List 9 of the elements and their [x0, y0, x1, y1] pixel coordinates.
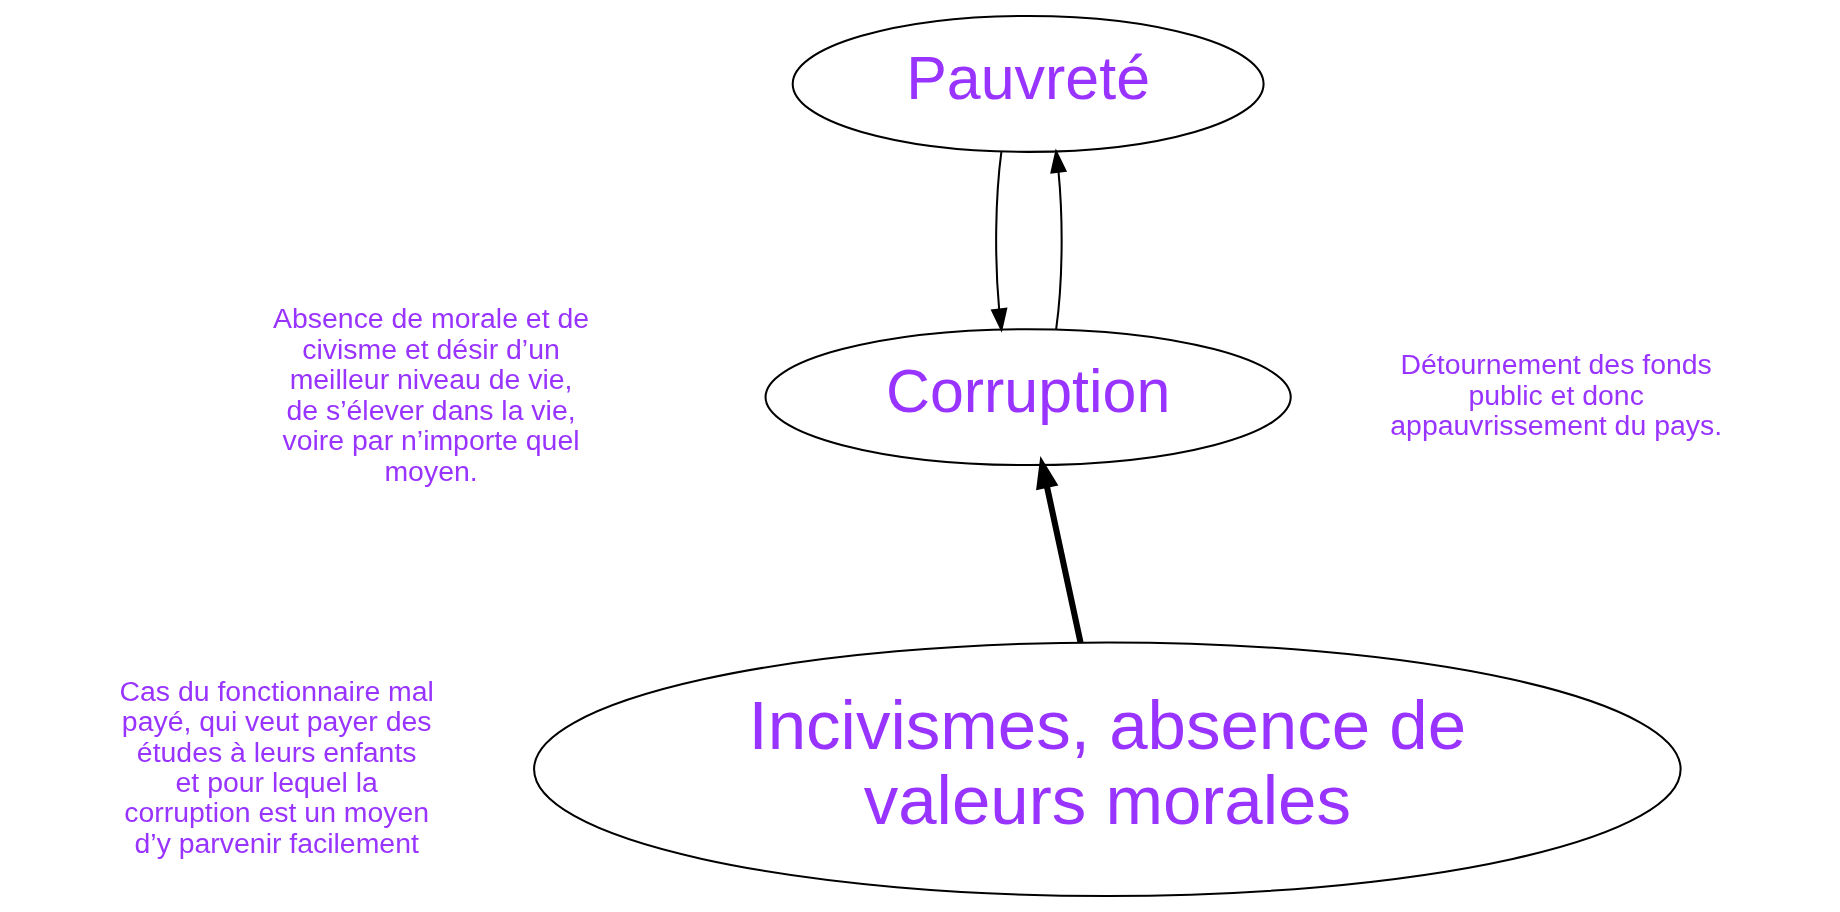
label: Cas du fonctionnaire mal payé, qui veut payer des études à leurs enfants et pour lequel la corruption est un moyen d’y parvenir facilement — [119, 674, 434, 859]
node-ellipse: Incivismes, absence de valeurs morales — [532, 641, 1682, 898]
arrow — [1049, 148, 1067, 330]
label: Détournement des fonds public et donc appauvrissement du pays. — [1389, 348, 1722, 442]
label: Absence de morale et de civisme et désir d’un meilleur niveau de vie, de s’élever dans la vie, voire par n’importe quel moyen. — [272, 302, 589, 487]
arrow — [1035, 455, 1083, 644]
node-ellipse: Corruption — [764, 328, 1292, 467]
arrow — [990, 151, 1008, 333]
node-ellipse: Pauvreté — [791, 14, 1265, 153]
